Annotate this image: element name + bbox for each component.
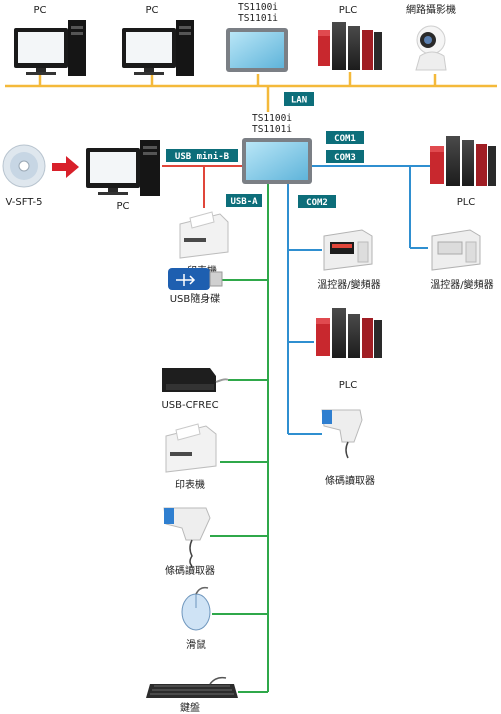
usb-mini-b-tag-label: USB mini-B [175, 151, 230, 162]
keyboard-icon [146, 676, 238, 698]
com2-tag [298, 195, 336, 208]
temp-controller-right-icon [431, 229, 481, 271]
pc-left [86, 140, 160, 196]
hmi-top-label-line2: TS1101i [238, 13, 278, 24]
arrow-icon [52, 156, 79, 178]
plc-right [430, 136, 496, 186]
webcam-label: 網路攝影機 [406, 3, 456, 16]
usb-cfrec-icon [162, 368, 229, 392]
hmi-top-label-line1: TS1100i [238, 2, 278, 13]
printer-2-label: 印表機 [175, 478, 205, 491]
lan-tag [284, 92, 314, 106]
usb-stick-icon [168, 268, 223, 290]
mouse-label: 滑鼠 [186, 638, 206, 651]
usb-mini-b-tag [166, 149, 238, 162]
pc-top-1 [14, 20, 86, 76]
usb-a-tag-label: USB-A [230, 197, 258, 207]
lan-tag-label: LAN [291, 96, 307, 106]
temp-controller-icon [323, 229, 373, 271]
com3-tag-label: COM3 [334, 153, 356, 163]
barcode-usb-label: 條碼讀取器 [165, 564, 215, 577]
webcam-icon [415, 25, 447, 71]
mouse-icon [181, 586, 211, 631]
usb-a-lines [210, 182, 269, 693]
lan-lines [5, 72, 497, 112]
printer-icon-1 [179, 211, 229, 259]
plc-middle [316, 308, 382, 358]
hmi-top [226, 28, 288, 72]
com-lines [287, 165, 430, 435]
usb-cfrec-label: USB-CFREC [161, 400, 218, 411]
cd-icon [2, 144, 46, 188]
com2-tag-label: COM2 [306, 198, 328, 208]
com1-tag-label: COM1 [334, 134, 356, 144]
software-label: V-SFT-5 [6, 197, 43, 208]
plc-right-label: PLC [457, 197, 476, 208]
plc-middle-label: PLC [339, 380, 358, 391]
barcode-reader-icon-com2 [321, 409, 363, 459]
hmi-center-label-line2: TS1101i [252, 124, 292, 135]
keyboard-label: 鍵盤 [180, 701, 200, 714]
plc-top-label: PLC [339, 5, 358, 16]
com1-tag [326, 131, 364, 144]
pc-left-label: PC [116, 201, 129, 212]
temp-controller-com2-label: 溫控器/變頻器 [317, 278, 380, 291]
pc-top-2 [122, 20, 194, 76]
barcode-reader-icon-usb [163, 507, 211, 567]
plc-top [318, 22, 382, 70]
printer-icon-2 [165, 423, 217, 473]
pc-top-2-label: PC [145, 5, 158, 16]
hmi-center [242, 138, 312, 184]
usb-a-tag [226, 194, 262, 207]
com3-tag [326, 150, 364, 163]
temp-controller-right-label: 溫控器/變頻器 [430, 278, 493, 291]
usb-mini-b-line [162, 165, 242, 208]
barcode-com2-label: 條碼讀取器 [325, 474, 375, 487]
pc-top-1-label: PC [33, 5, 46, 16]
hmi-center-label-line1: TS1100i [252, 113, 292, 124]
usb-stick-label: USB隨身碟 [170, 292, 221, 305]
